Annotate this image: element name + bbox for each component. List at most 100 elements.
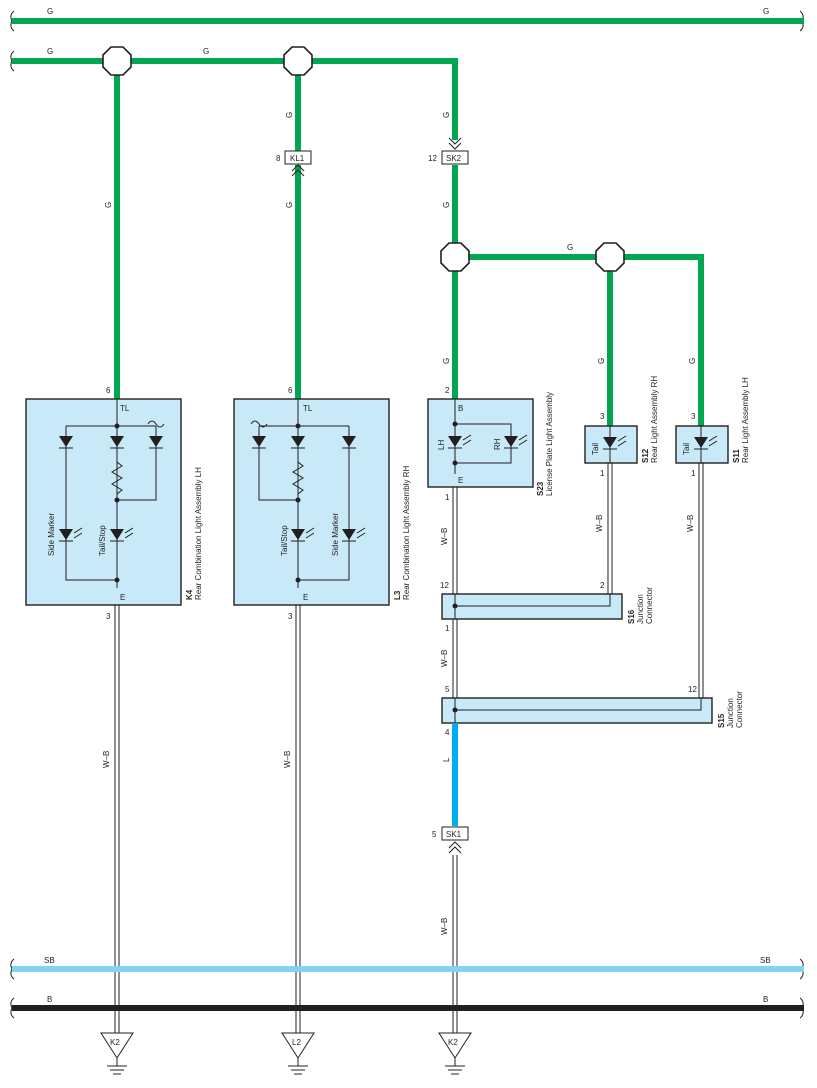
s11-name: Rear Light Assembly LH <box>741 377 750 463</box>
l3-tail-stop: Tail/Stop <box>280 525 289 556</box>
splice-point <box>283 46 313 76</box>
s11-pin-top: 3 <box>691 412 696 421</box>
k4-term-top: TL <box>120 404 130 413</box>
s23-rh: RH <box>493 438 502 450</box>
g-label: G <box>442 112 451 118</box>
wb-wires <box>114 463 704 1033</box>
g-label: G <box>442 358 451 364</box>
s12-code: S12 <box>641 448 650 463</box>
s23-lh: LH <box>437 440 446 450</box>
s23-term-bottom: E <box>458 476 463 485</box>
s16-pin-left-bottom: 1 <box>445 624 450 633</box>
sb-label-right: SB <box>760 956 771 965</box>
s23-pin-top: 2 <box>445 386 450 395</box>
l3-pin-top: 6 <box>288 386 293 395</box>
component-s12: 3 1 Tail S12 Rear Light Assembly RH <box>584 376 659 478</box>
g-label: G <box>597 358 606 364</box>
l3-term-bottom: E <box>303 593 308 602</box>
k4-pin-top: 6 <box>106 386 111 395</box>
kl1-name: KL1 <box>290 154 305 163</box>
connector-kl1: KL1 8 <box>276 150 312 177</box>
component-s16: 12 2 1 S16 Junction Connector <box>440 581 654 633</box>
l3-side-marker: Side Marker <box>331 513 340 556</box>
k4-pin-bottom: 3 <box>106 612 111 621</box>
wb-label: W–B <box>686 515 695 532</box>
ground-k2-left: K2 <box>100 1032 134 1075</box>
s15-name-2: Connector <box>735 691 744 728</box>
s16-pin-left-top: 12 <box>440 581 449 590</box>
wb-label: W–B <box>102 751 111 768</box>
splice-point <box>595 242 625 272</box>
sk2-name: SK2 <box>446 154 462 163</box>
s15-pin-left-top: 5 <box>445 685 450 694</box>
sk2-pin: 12 <box>428 154 437 163</box>
l-label: L <box>442 757 451 762</box>
splice-point <box>102 46 132 76</box>
s12-pin-bottom: 1 <box>600 469 605 478</box>
g-label: G <box>285 202 294 208</box>
k4-term-bottom: E <box>120 593 125 602</box>
sb-bus: SB SB <box>10 956 804 980</box>
b-label-left: B <box>47 995 52 1004</box>
s16-name-2: Connector <box>645 587 654 624</box>
b-label-right: B <box>763 995 768 1004</box>
k4-name: Rear Combination Light Assembly LH <box>194 467 203 600</box>
s23-code: S23 <box>536 481 545 496</box>
second-bus-label-left: G <box>47 47 53 56</box>
wb-label: W–B <box>440 528 449 545</box>
ground-k2-right: K2 <box>438 1032 472 1075</box>
g-label: G <box>688 358 697 364</box>
l3-pin-bottom: 3 <box>288 612 293 621</box>
s12-tail: Tail <box>591 443 600 455</box>
s12-name: Rear Light Assembly RH <box>650 376 659 463</box>
connector-sk1: SK1 5 <box>432 826 469 854</box>
l3-name: Rear Combination Light Assembly RH <box>402 465 411 600</box>
k4-tail-stop: Tail/Stop <box>98 525 107 556</box>
k4-code: K4 <box>185 589 194 600</box>
component-l3: 6 TL E 3 Tail/Stop Side Marker L3 Rear C… <box>233 386 411 621</box>
s15-name-1: Junction <box>726 698 735 728</box>
s15-pin-right: 12 <box>688 685 697 694</box>
s15-code: S15 <box>717 713 726 728</box>
s23-term-top: B <box>458 404 463 413</box>
s16-pin-right: 2 <box>600 581 605 590</box>
second-bus-label-mid: G <box>203 47 209 56</box>
sb-label-left: SB <box>44 956 55 965</box>
component-k4: 6 TL E 3 Side Marker Tail/Stop K4 Rear C… <box>25 386 203 621</box>
g-label: G <box>567 243 573 252</box>
top-g-bus: G G <box>10 7 804 32</box>
top-bus-label-left: G <box>47 7 53 16</box>
b-bus: B B <box>10 995 804 1019</box>
s16-code: S16 <box>627 609 636 624</box>
s11-code: S11 <box>732 449 741 463</box>
wb-label: W–B <box>595 515 604 532</box>
ground-label: K2 <box>448 1038 458 1047</box>
wb-wire-labels: W–B W–B W–B W–B W–B W–B W–B <box>102 515 695 935</box>
s11-pin-bottom: 1 <box>691 469 696 478</box>
s15-pin-left-bottom: 4 <box>445 728 450 737</box>
sk1-pin: 5 <box>432 830 437 839</box>
g-label: G <box>285 112 294 118</box>
g-label: G <box>442 202 451 208</box>
s23-name: License Plate Light Assembly <box>545 392 554 496</box>
s16-name-1: Junction <box>636 594 645 624</box>
s11-tail: Tail <box>682 443 691 455</box>
component-s23: 2 B E 1 LH RH S23 License Plate Light As… <box>427 386 554 502</box>
s12-pin-top: 3 <box>600 412 605 421</box>
g-wire-labels: G G G G G G G G G <box>104 112 697 364</box>
wire-s12-s11-g <box>455 254 704 426</box>
top-bus-label-right: G <box>763 7 769 16</box>
s23-pin-bottom: 1 <box>445 493 450 502</box>
sk1-name: SK1 <box>446 830 462 839</box>
component-s15: 5 12 4 S15 Junction Connector <box>441 685 744 737</box>
l3-term-top: TL <box>303 404 313 413</box>
splice-points <box>102 46 625 272</box>
ground-label: L2 <box>292 1038 301 1047</box>
k4-side-marker: Side Marker <box>47 513 56 556</box>
ground-l2: L2 <box>281 1032 315 1075</box>
wb-label: W–B <box>440 918 449 935</box>
wb-label: W–B <box>283 751 292 768</box>
g-label: G <box>104 202 113 208</box>
l3-code: L3 <box>393 590 402 600</box>
